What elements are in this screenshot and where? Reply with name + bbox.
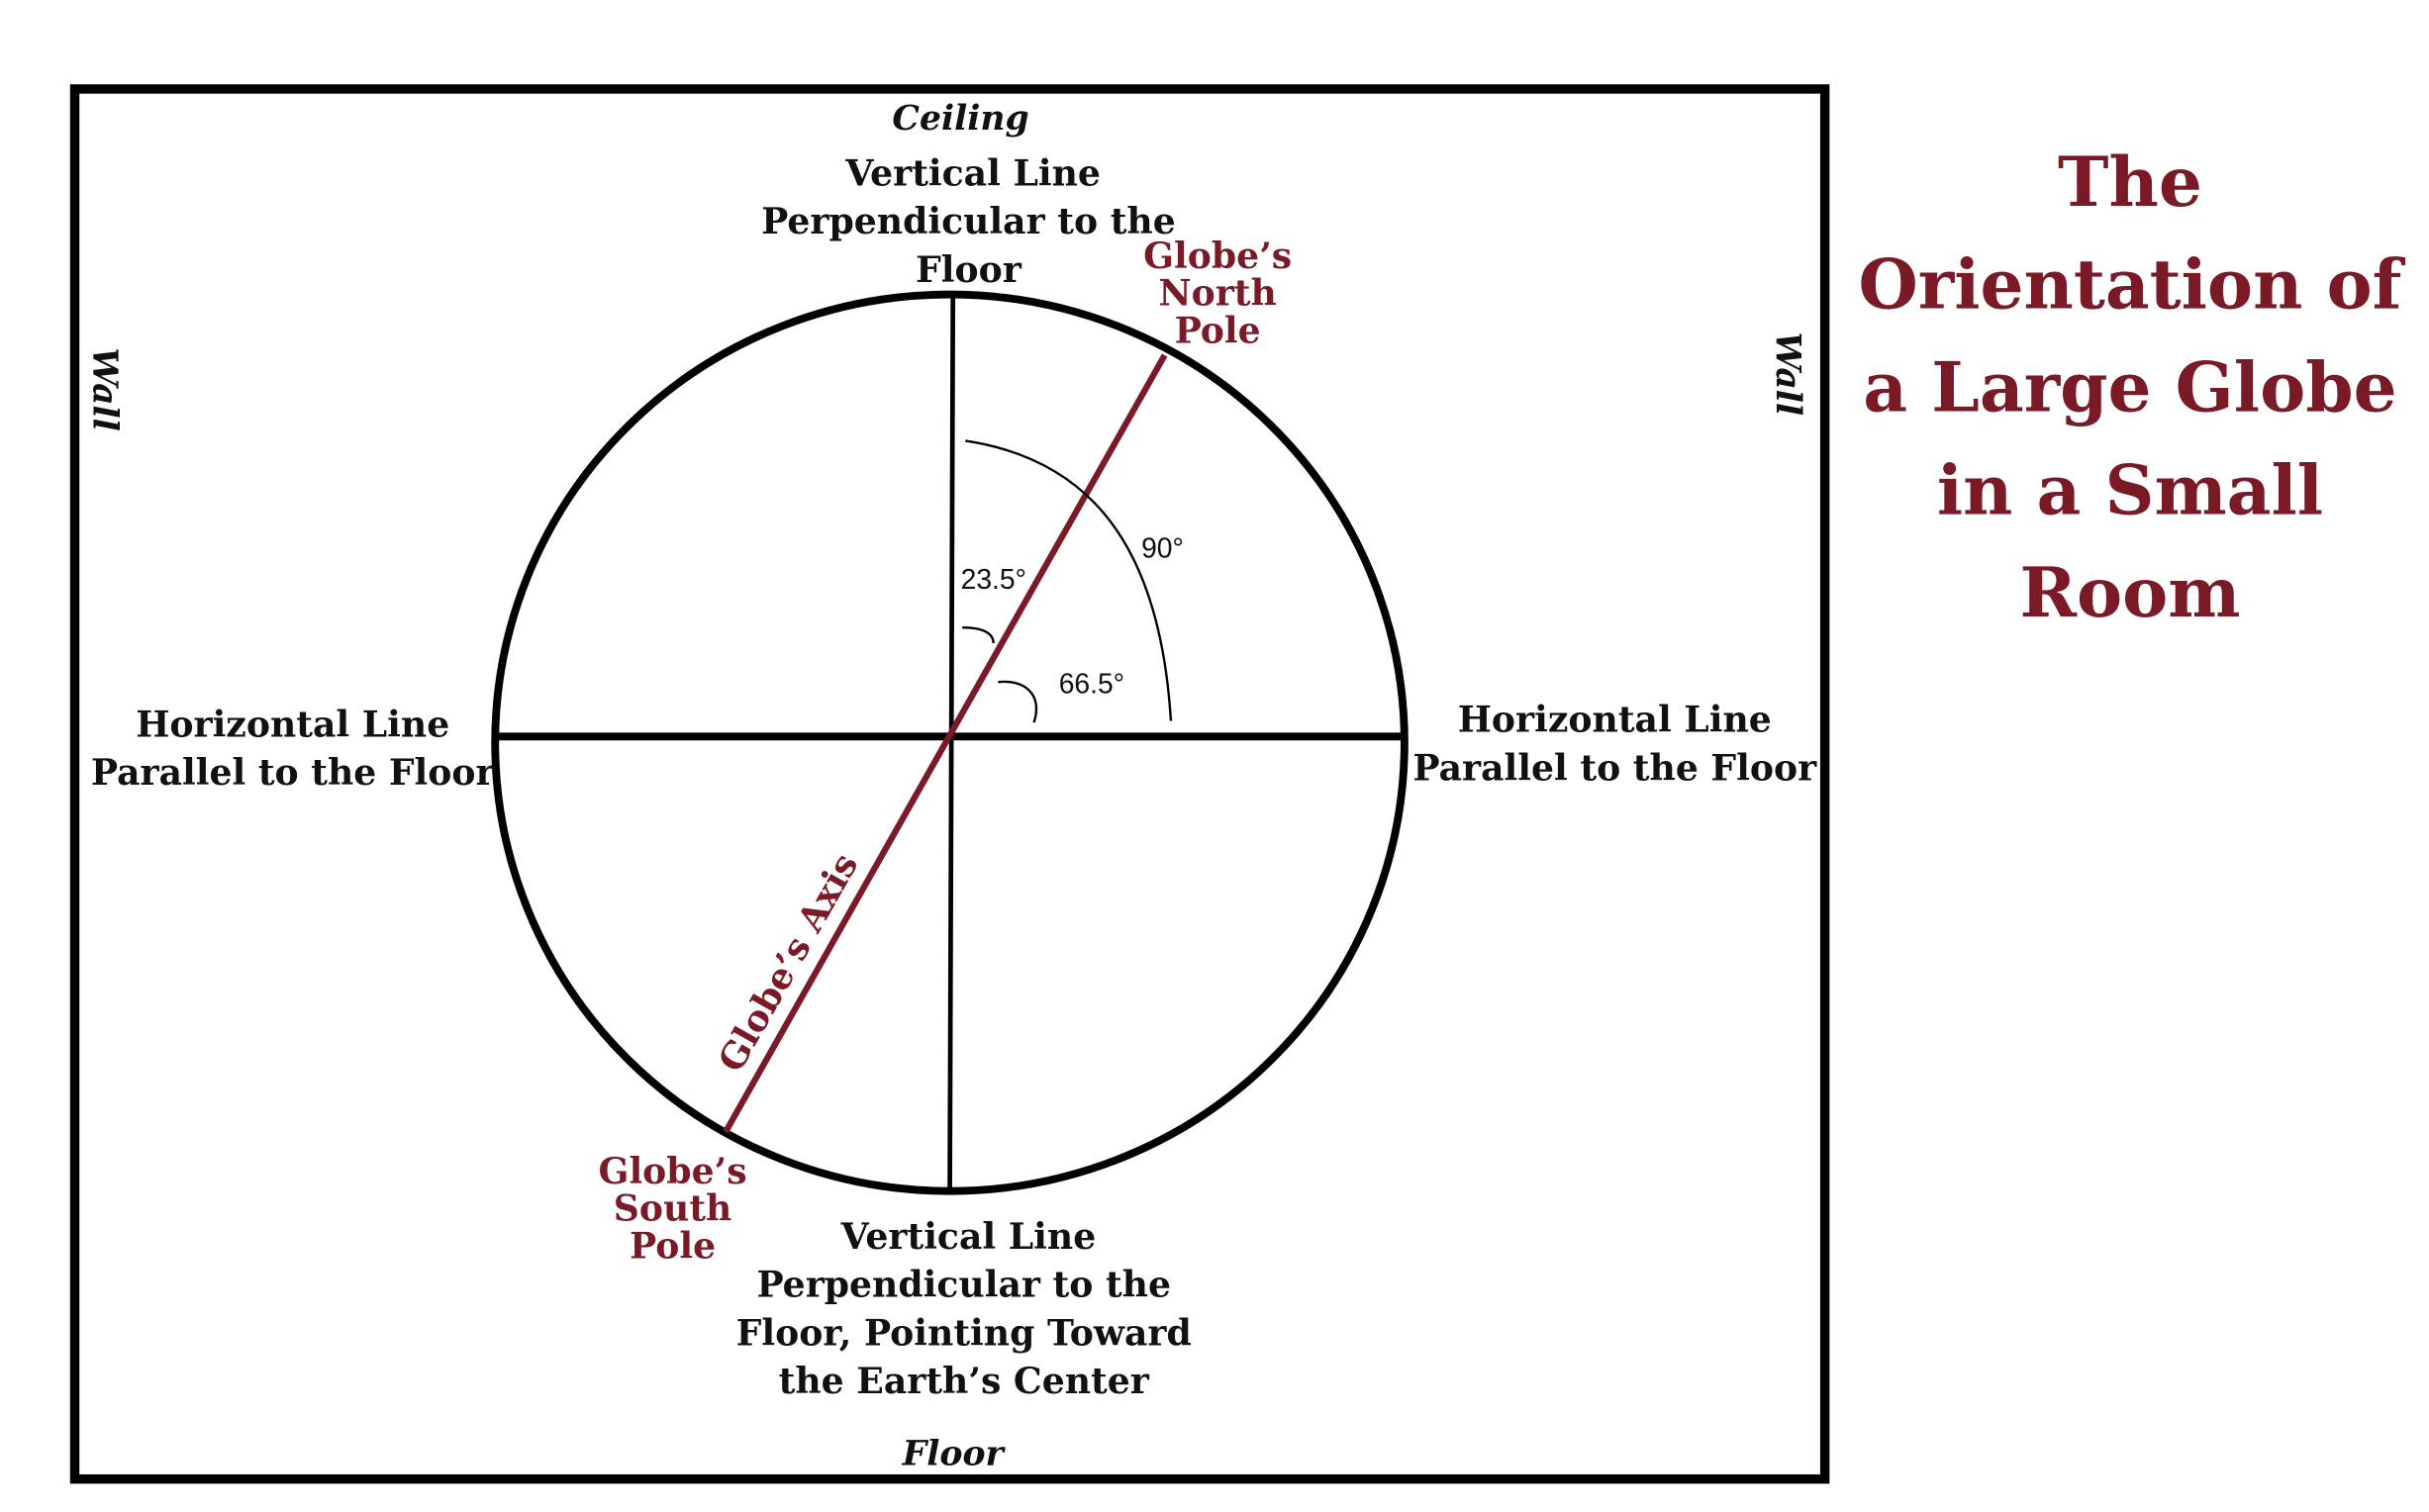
text-line: the Earth’s Center bbox=[779, 1360, 1150, 1402]
angle-90: 90° bbox=[1141, 531, 1184, 563]
globe-axis-line bbox=[723, 353, 1168, 1134]
globe-circle bbox=[491, 290, 1409, 1195]
north-pole-label: Globe’s North Pole bbox=[1143, 235, 1292, 352]
arc-90 bbox=[965, 439, 1173, 721]
room-frame bbox=[69, 84, 1830, 1484]
text-line: Horizontal Line bbox=[136, 703, 449, 745]
bottom-vertical-label: Vertical Line Perpendicular to the Floor… bbox=[736, 1215, 1192, 1402]
vertical-line bbox=[947, 296, 956, 1191]
text-line: Pole bbox=[630, 1224, 716, 1267]
floor-label: Floor bbox=[902, 1435, 1007, 1474]
text-line: North bbox=[1159, 272, 1277, 315]
globe-axis-label: Globe’s Axis bbox=[710, 846, 867, 1080]
left-horizontal-label: Horizontal Line Parallel to the Floor bbox=[91, 703, 496, 794]
text-line: Perpendicular to the bbox=[761, 200, 1176, 242]
title-line: in a Small bbox=[1937, 450, 2323, 530]
text-line: Horizontal Line bbox=[1458, 699, 1772, 741]
text-line: Perpendicular to the bbox=[756, 1264, 1171, 1306]
text-line: Globe’s bbox=[1143, 235, 1292, 277]
south-pole-label: Globe’s South Pole bbox=[599, 1150, 747, 1268]
right-wall-label: Wall bbox=[1768, 332, 1807, 417]
text-line: Vertical Line bbox=[844, 151, 1101, 194]
text-line: Parallel to the Floor bbox=[1412, 746, 1817, 789]
text-line: Globe’s bbox=[599, 1150, 747, 1192]
right-horizontal-label: Horizontal Line Parallel to the Floor bbox=[1412, 699, 1817, 790]
title-line: Orientation of bbox=[1859, 245, 2406, 326]
title-line: The bbox=[2058, 142, 2202, 223]
top-vertical-label: Vertical Line Perpendicular to the Floor bbox=[761, 151, 1176, 291]
text-line: Pole bbox=[1175, 309, 1261, 351]
left-wall-label: Wall bbox=[84, 347, 124, 431]
text-line: Vertical Line bbox=[840, 1215, 1097, 1258]
angle-23-5: 23.5° bbox=[961, 563, 1026, 595]
angle-66-5: 66.5° bbox=[1059, 667, 1124, 699]
title-line: Room bbox=[2019, 553, 2240, 633]
arc-66-5 bbox=[998, 680, 1038, 723]
text-line: Parallel to the Floor bbox=[91, 751, 496, 794]
text-line: South bbox=[614, 1187, 732, 1230]
title-line: a Large Globe bbox=[1863, 348, 2396, 428]
arc-23-5 bbox=[962, 626, 995, 644]
text-line: Floor, Pointing Toward bbox=[736, 1311, 1192, 1354]
text-line: Floor bbox=[916, 248, 1022, 291]
diagram-title: The Orientation of a Large Globe in a Sm… bbox=[1859, 142, 2406, 633]
ceiling-label: Ceiling bbox=[892, 99, 1028, 139]
